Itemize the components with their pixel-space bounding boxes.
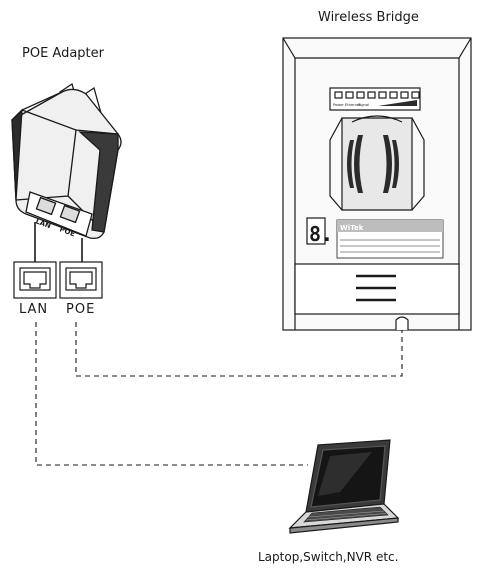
poe-adapter-device [11,82,122,240]
lan-to-laptop-cable [35,322,308,466]
dome-vents [347,135,399,193]
laptop-caption: Laptop,Switch,NVR etc. [258,550,399,564]
adapter-port-poe [59,204,81,224]
digit-display [306,217,326,245]
adapter-cables [34,222,83,262]
bridge-antenna-dome [341,117,413,211]
led-label-signal: Signal [358,103,369,107]
poe-port-label: POE [66,302,96,317]
signal-strength-wedge [378,100,417,106]
laptop-keyboard [303,506,389,523]
digit-display-text: 8. [309,222,333,246]
rj45-jacks [13,261,103,299]
adapter-port-lan [35,196,57,216]
lan-port-label: LAN [19,302,49,317]
dashed-connections [35,322,403,466]
wireless-bridge-title: Wireless Bridge [318,10,419,25]
led-label-power: Power [333,103,344,107]
laptop-device [288,439,400,534]
poe-to-bridge-cable [75,322,403,377]
bridge-bevel-tl [282,37,472,59]
bridge-led-row [334,91,420,99]
bridge-ethernet-port [395,316,409,330]
led-label-ethernet: Ethernet [345,103,361,107]
poe-adapter-title: POE Adapter [22,46,104,61]
bridge-brand-text: WiTek [340,224,364,232]
wireless-bridge-device [282,37,472,331]
